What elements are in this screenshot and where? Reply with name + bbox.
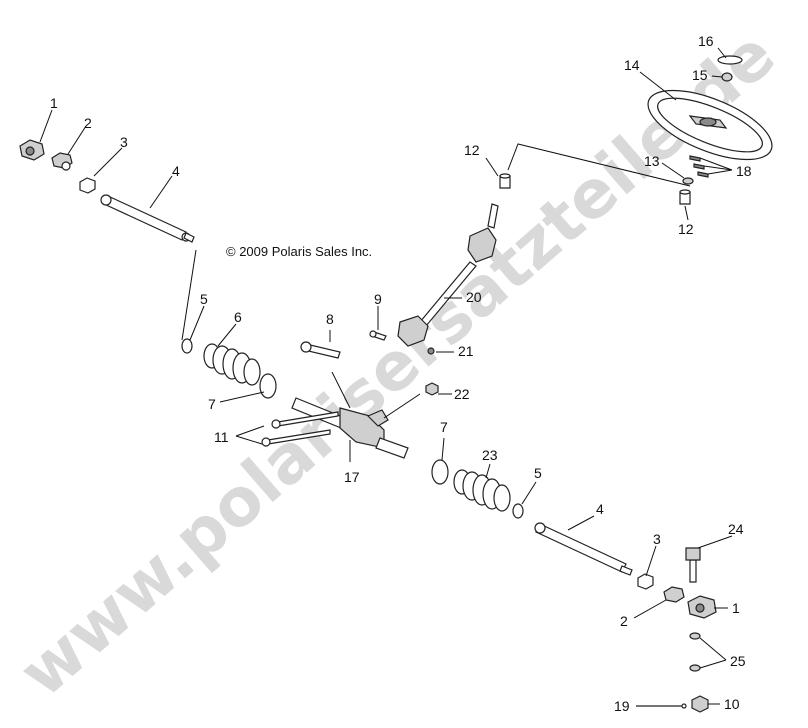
steering-shaft-20 <box>397 203 499 347</box>
callout-1b: 1 <box>732 600 740 616</box>
jam-nut-left <box>51 152 73 171</box>
callout-16: 16 <box>698 33 714 49</box>
clamp-left <box>259 373 277 399</box>
studs-18 <box>689 155 709 178</box>
callout-labels: 1 2 3 4 5 6 7 8 9 11 17 12 12 13 14 15 1… <box>50 33 752 714</box>
callout-2b: 2 <box>620 613 628 629</box>
rack-housing <box>291 397 409 459</box>
callout-7b: 7 <box>440 419 448 435</box>
cap-16 <box>717 55 743 65</box>
callout-19: 19 <box>614 698 630 714</box>
callout-3b: 3 <box>653 531 661 547</box>
inner-tie-rod-right <box>534 522 633 576</box>
callout-5b: 5 <box>534 465 542 481</box>
callout-14: 14 <box>624 57 640 73</box>
callout-24: 24 <box>728 521 744 537</box>
callout-10: 10 <box>724 696 740 712</box>
leader-lines <box>39 47 733 705</box>
callout-4: 4 <box>172 163 180 179</box>
callout-11: 11 <box>214 429 229 445</box>
callout-7: 7 <box>208 396 216 412</box>
bolt-11-upper <box>271 411 339 429</box>
inner-tie-rod-left <box>100 194 195 243</box>
callout-25: 25 <box>730 653 746 669</box>
callout-20: 20 <box>466 289 482 305</box>
washer-13 <box>682 177 694 185</box>
callout-23: 23 <box>482 447 498 463</box>
castle-nut-10 <box>691 695 709 713</box>
adjuster-nut-right <box>637 573 654 590</box>
bellows-boot-right <box>453 469 511 512</box>
callout-17: 17 <box>344 469 360 485</box>
callout-15: 15 <box>692 67 708 83</box>
tie-rod-end-right <box>687 595 717 619</box>
nut-21 <box>427 347 435 355</box>
callout-21: 21 <box>458 343 474 359</box>
cotter-pin-19 <box>636 703 687 709</box>
jam-nut-right <box>663 586 685 603</box>
screw-9 <box>369 330 387 341</box>
callout-12-lower: 12 <box>678 221 694 237</box>
retaining-ring-left <box>181 338 193 354</box>
steering-wheel-14 <box>647 89 773 161</box>
nut-15 <box>721 72 733 82</box>
nut-22 <box>425 382 439 396</box>
tie-rod-end-left <box>19 139 45 161</box>
callout-4b: 4 <box>596 501 604 517</box>
callout-9: 9 <box>374 291 382 307</box>
callout-3: 3 <box>120 134 128 150</box>
adjuster-nut-left <box>79 177 96 194</box>
callout-1: 1 <box>50 95 58 111</box>
bolt-24 <box>685 547 701 583</box>
callout-6: 6 <box>234 309 242 325</box>
callout-12-upper: 12 <box>464 142 480 158</box>
callout-2: 2 <box>84 115 92 131</box>
bellows-boot-left <box>203 343 261 386</box>
callout-5: 5 <box>200 291 208 307</box>
mounting-bolt-8 <box>300 341 341 359</box>
bushing-12-lower <box>679 189 691 205</box>
callout-18: 18 <box>736 163 752 179</box>
copyright-text: © 2009 Polaris Sales Inc. <box>226 244 372 259</box>
clamp-right <box>431 459 449 485</box>
callout-13: 13 <box>644 153 660 169</box>
bolt-11-lower <box>261 429 331 447</box>
washers-25 <box>689 632 701 672</box>
callout-22: 22 <box>454 386 470 402</box>
callout-8: 8 <box>326 311 334 327</box>
bushing-12-upper <box>499 173 511 189</box>
retaining-ring-right <box>512 503 524 519</box>
